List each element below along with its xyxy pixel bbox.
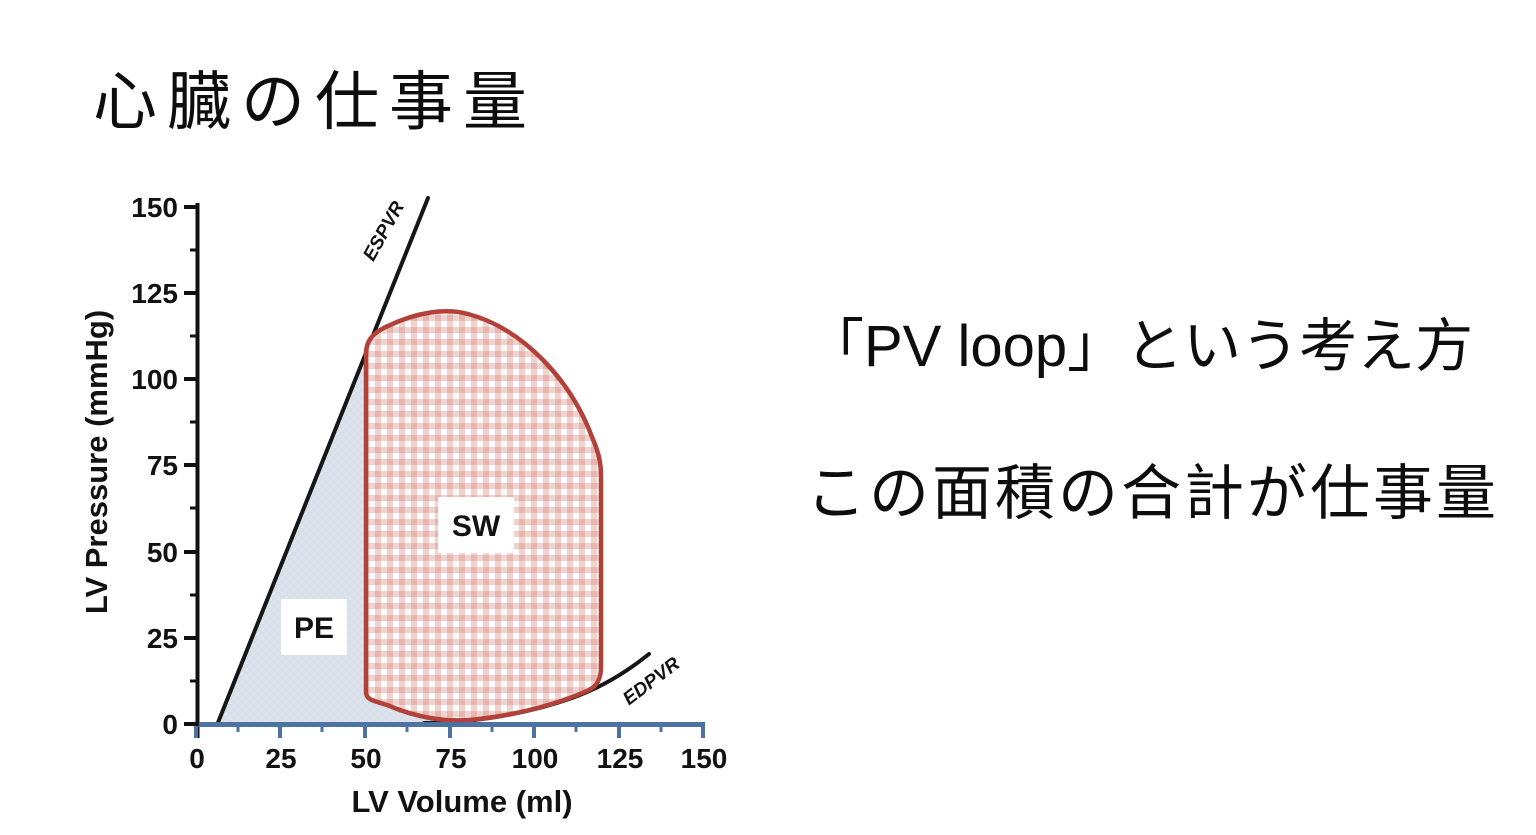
x-axis-ticks xyxy=(194,726,705,738)
page-title: 心臓の仕事量 xyxy=(93,65,537,138)
svg-text:SW: SW xyxy=(452,510,501,543)
svg-text:125: 125 xyxy=(131,278,178,309)
pe-label: PE xyxy=(281,599,347,655)
svg-text:125: 125 xyxy=(597,743,644,774)
svg-text:100: 100 xyxy=(512,743,559,774)
x-axis-minor-ticks xyxy=(236,726,663,732)
svg-text:100: 100 xyxy=(131,364,178,395)
y-axis-title: LV Pressure (mmHg) xyxy=(79,310,114,614)
y-axis-ticks xyxy=(184,205,199,726)
svg-text:150: 150 xyxy=(131,192,178,223)
svg-text:75: 75 xyxy=(435,743,466,774)
svg-text:25: 25 xyxy=(147,623,178,654)
x-tick-labels: 0 25 50 75 100 125 150 xyxy=(189,743,727,774)
side-note-area-sum: この面積の合計が仕事量 xyxy=(806,460,1499,527)
svg-text:25: 25 xyxy=(265,743,296,774)
sw-label: SW xyxy=(438,497,514,553)
y-tick-labels: 150 125 100 75 50 25 0 xyxy=(131,192,178,740)
svg-text:PE: PE xyxy=(294,612,334,645)
svg-text:0: 0 xyxy=(162,709,178,740)
pe-region xyxy=(219,354,460,723)
side-note-pv-loop: 「PV loop」という考え方 xyxy=(806,314,1474,379)
espvr-label: ESPVR xyxy=(359,198,409,265)
svg-text:50: 50 xyxy=(350,743,381,774)
espvr-line xyxy=(215,196,430,727)
edpvr-label: EDPVR xyxy=(619,653,684,709)
svg-text:75: 75 xyxy=(147,450,178,481)
svg-text:50: 50 xyxy=(147,537,178,568)
y-axis-minor-ticks xyxy=(190,248,199,683)
svg-text:150: 150 xyxy=(681,743,728,774)
svg-text:0: 0 xyxy=(189,743,205,774)
x-axis-title: LV Volume (ml) xyxy=(351,784,572,819)
